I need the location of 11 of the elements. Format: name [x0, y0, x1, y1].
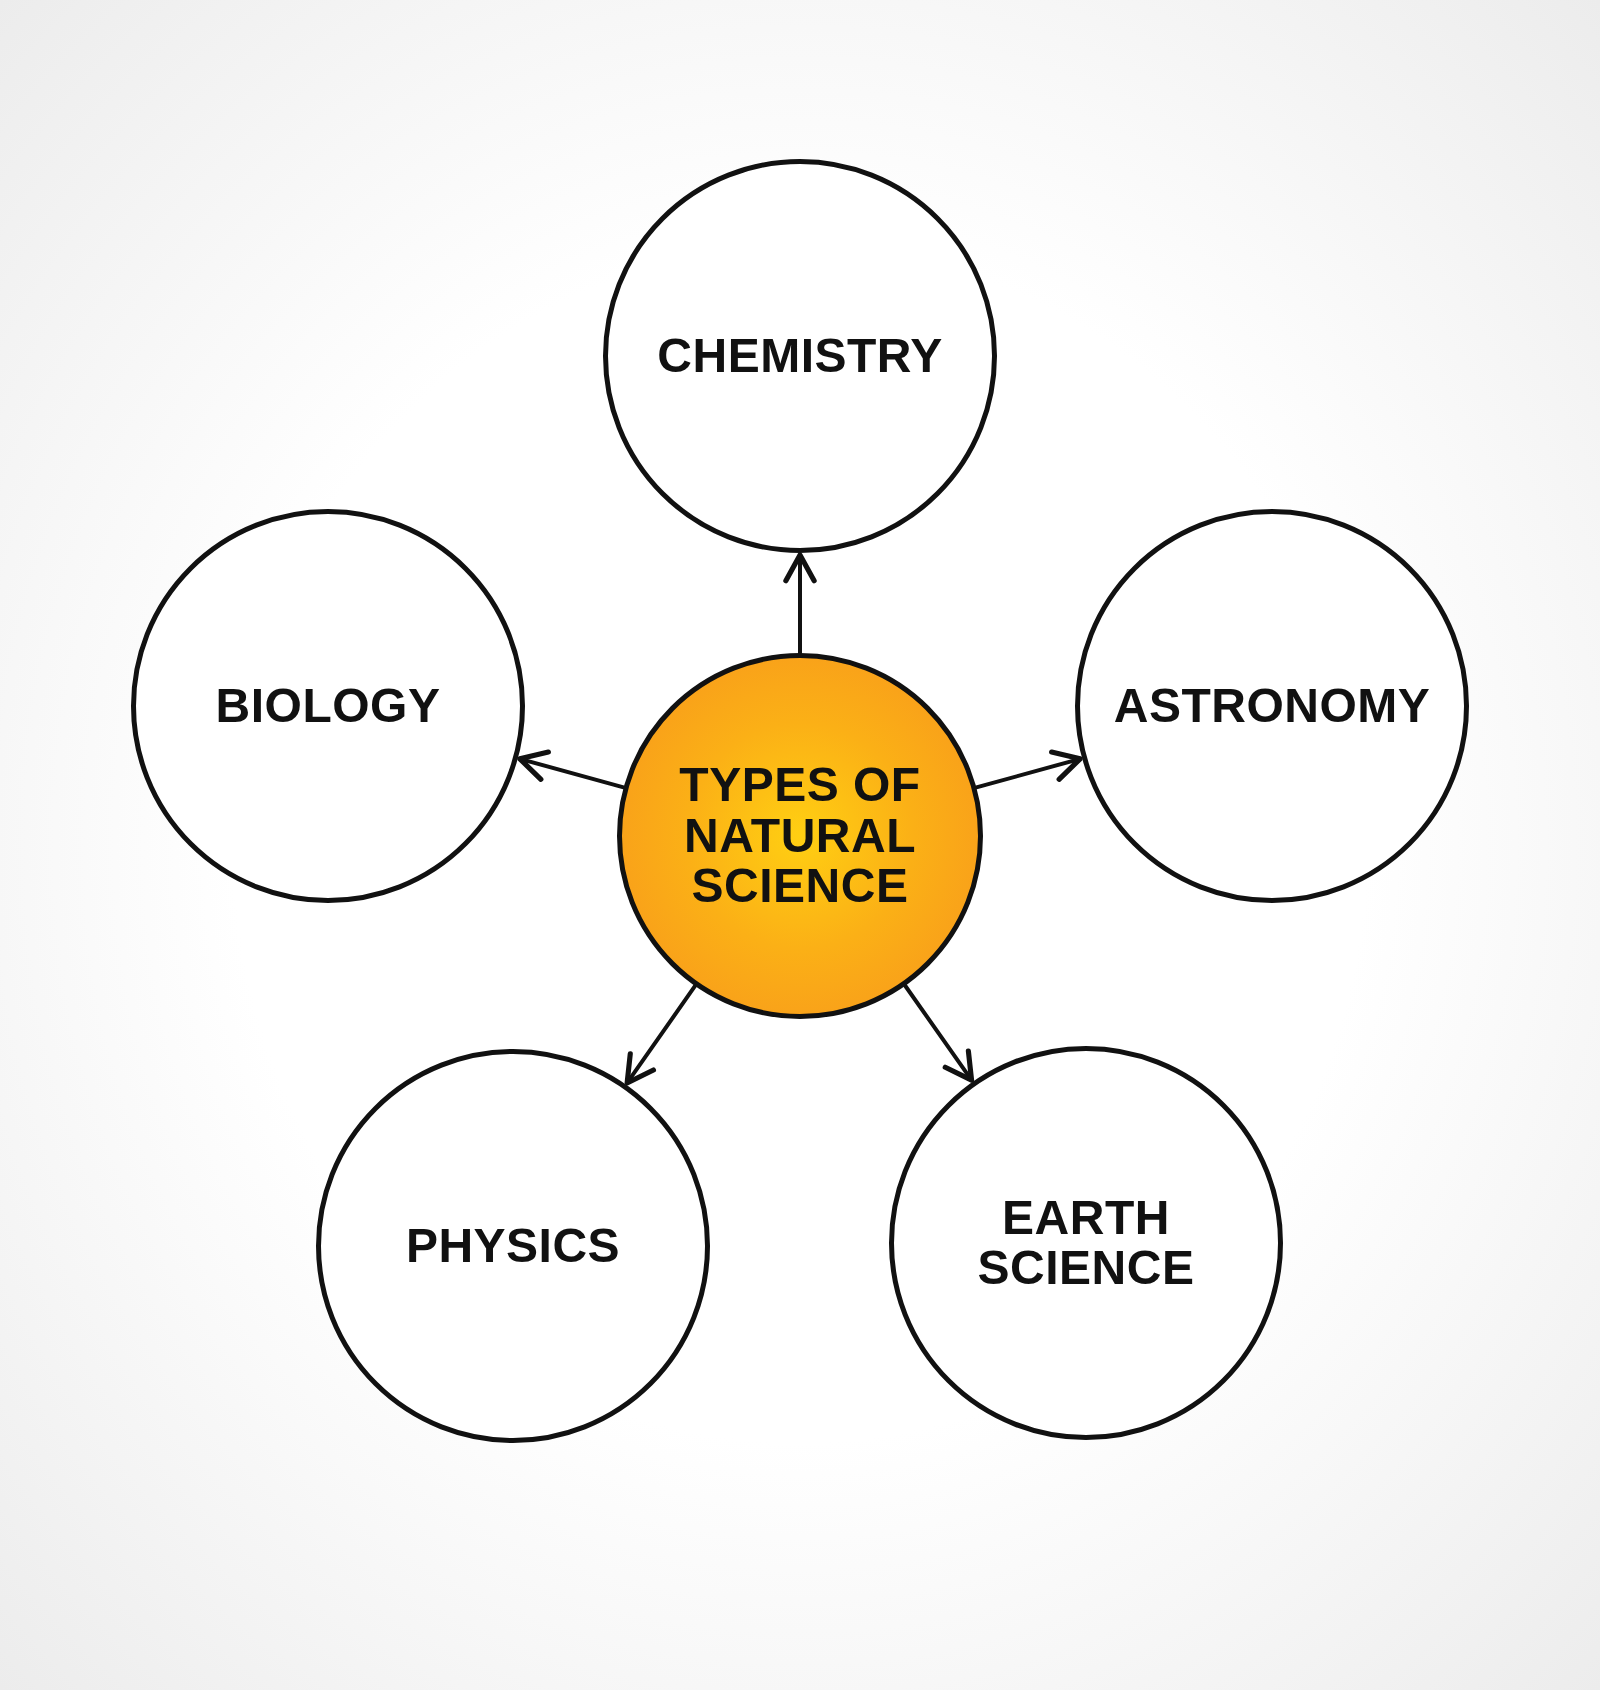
arrow [517, 749, 626, 790]
node-label: PHYSICS [405, 1220, 621, 1272]
node-label: EARTH SCIENCE [976, 1192, 1196, 1294]
arrow [903, 983, 975, 1083]
arrow [974, 749, 1083, 790]
arrow [624, 983, 698, 1086]
node-label: ASTRONOMY [1113, 680, 1431, 732]
node-label: CHEMISTRY [657, 330, 943, 382]
node-label: TYPES OF NATURAL SCIENCE [678, 760, 922, 912]
node-label: BIOLOGY [215, 680, 441, 732]
arrow [783, 552, 817, 655]
